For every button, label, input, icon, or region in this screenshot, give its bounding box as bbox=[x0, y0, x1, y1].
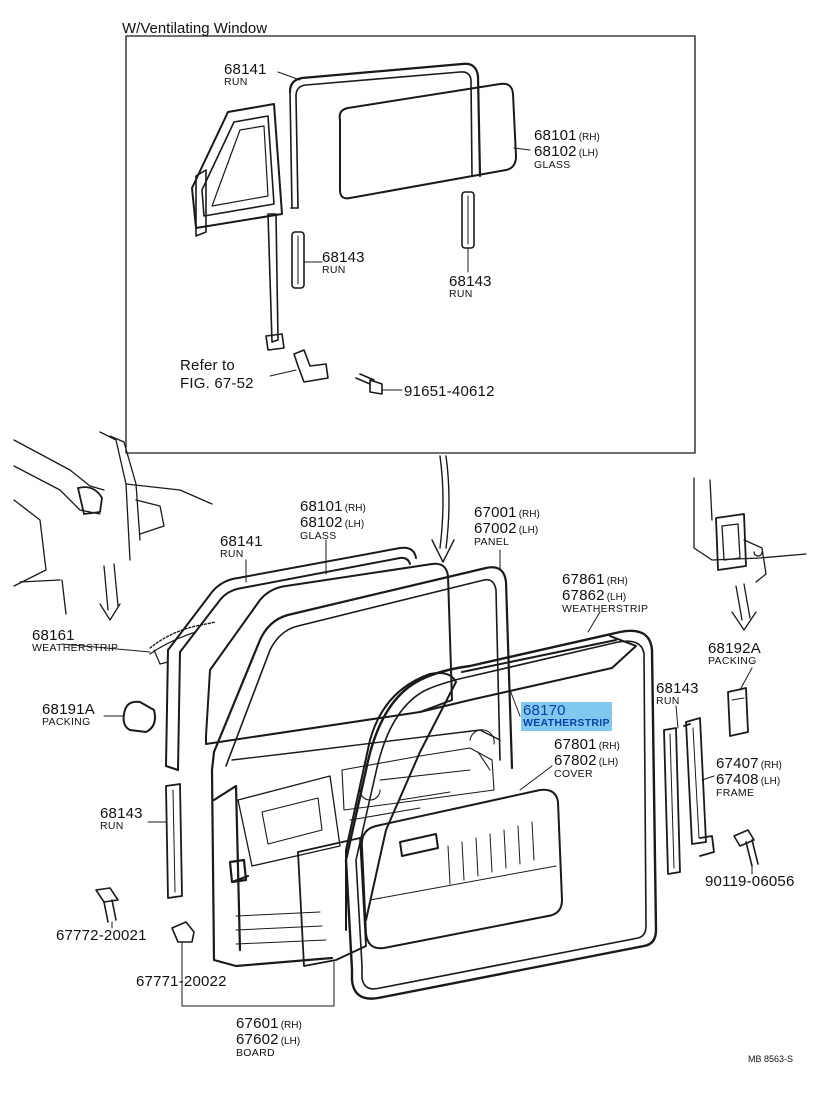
inset-run-68141 bbox=[288, 62, 482, 209]
label-68101-inset: 68101(RH) 68102(LH) GLASS bbox=[534, 127, 600, 171]
run-68143-left bbox=[165, 783, 183, 899]
label-68143-left: 68143 RUN bbox=[100, 805, 143, 832]
frame-67407 bbox=[683, 717, 715, 857]
label-68143-right: 68143 RUN bbox=[656, 680, 699, 707]
label-68161: 68161 WEATHERSTRIP bbox=[32, 627, 119, 654]
label-68101-main: 68101(RH) 68102(LH) GLASS bbox=[300, 498, 366, 542]
inset-bolt bbox=[355, 373, 383, 395]
label-67001: 67001(RH) 67002(LH) PANEL bbox=[474, 504, 540, 548]
bolt-67772 bbox=[95, 887, 119, 923]
packing-68191A bbox=[122, 700, 156, 733]
label-67407: 67407(RH) 67408(LH) FRAME bbox=[716, 755, 782, 799]
body-pillar-sketch bbox=[13, 431, 213, 621]
label-91651: 91651-40612 bbox=[404, 383, 495, 400]
label-90119: 90119-06056 bbox=[705, 873, 795, 890]
refer-to-note: Refer to FIG. 67-52 bbox=[180, 357, 254, 392]
inset-to-door-arrow bbox=[431, 455, 455, 563]
label-68192A: 68192A PACKING bbox=[708, 640, 761, 667]
leader-lines bbox=[61, 539, 753, 1007]
board-67601 bbox=[297, 837, 367, 967]
weatherstrip-68161 bbox=[149, 621, 217, 649]
glass-68101 bbox=[205, 562, 453, 745]
inset-frame bbox=[125, 35, 696, 454]
inset-bracket bbox=[293, 349, 329, 383]
label-68191A: 68191A PACKING bbox=[42, 701, 95, 728]
label-67861: 67861(RH) 67862(LH) WEATHERSTRIP bbox=[562, 571, 649, 615]
label-67771: 67771-20022 bbox=[136, 973, 227, 990]
inset-glass bbox=[338, 82, 517, 200]
weatherstrip-67861 bbox=[344, 629, 658, 1000]
label-67601: 67601(RH) 67602(LH) BOARD bbox=[236, 1015, 302, 1059]
packing-68192A bbox=[727, 687, 749, 737]
label-67801: 67801(RH) 67802(LH) COVER bbox=[554, 736, 620, 780]
diagram-code: MB 8563-S bbox=[748, 1054, 794, 1064]
label-68143-inset-a: 68143 RUN bbox=[322, 249, 365, 276]
run-68141 bbox=[165, 546, 417, 771]
door-panel-67001 bbox=[210, 566, 514, 968]
label-68141-main: 68141 RUN bbox=[220, 533, 263, 560]
inset-leaders bbox=[269, 71, 531, 391]
vent-window-frame bbox=[191, 103, 285, 351]
label-67772: 67772-20021 bbox=[56, 927, 147, 944]
bolt-90119 bbox=[733, 829, 759, 867]
inset-title: W/Ventilating Window bbox=[122, 20, 268, 37]
right-pillar-sketch bbox=[693, 477, 807, 631]
inset-run-68143-a bbox=[291, 231, 305, 289]
label-68141-inset: 68141 RUN bbox=[224, 61, 267, 88]
label-68143-inset-b: 68143 RUN bbox=[449, 273, 492, 300]
clip-67771 bbox=[171, 921, 195, 943]
cover-67801 bbox=[360, 788, 563, 950]
weatherstrip-68170 bbox=[345, 635, 637, 931]
run-68143-right bbox=[663, 727, 681, 875]
label-68170-highlighted: 68170 WEATHERSTRIP bbox=[521, 702, 612, 731]
